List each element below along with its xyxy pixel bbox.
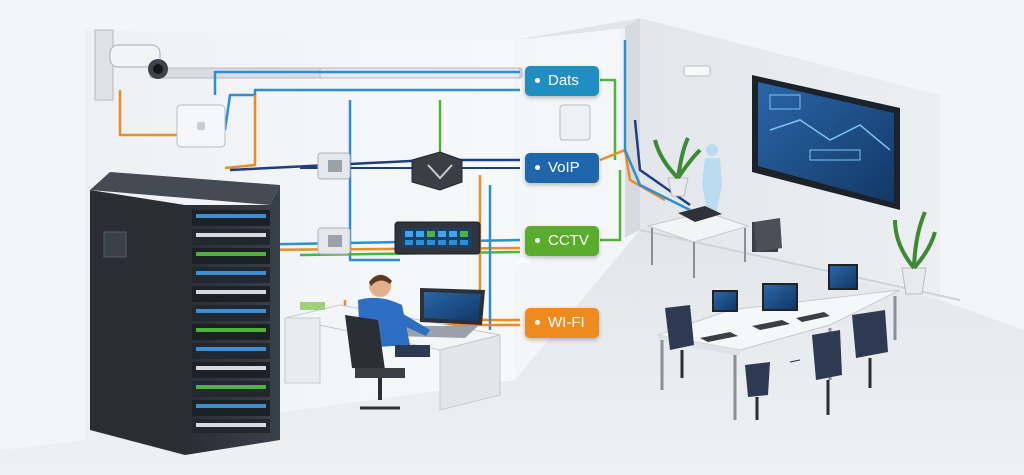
server-rack	[90, 172, 280, 455]
wall-display	[752, 75, 900, 210]
bullet-icon	[535, 77, 540, 83]
wall-ac-unit	[683, 65, 711, 77]
bullet-icon	[535, 237, 540, 243]
cctv-camera-icon	[94, 29, 168, 101]
wall-junction-box	[176, 104, 226, 148]
plant-icon	[893, 211, 937, 295]
label-cctv-text: CCTV	[548, 232, 589, 249]
keyboards	[700, 312, 830, 342]
label-data: Dats	[525, 66, 599, 96]
label-wifi: WI-FI	[525, 308, 599, 338]
router-icon	[411, 151, 463, 191]
wifi-hologram-figure	[702, 144, 722, 215]
bullet-icon	[535, 164, 540, 170]
desktop-monitor	[712, 264, 858, 312]
plant-icon	[653, 137, 702, 197]
label-cctv: CCTV	[525, 226, 599, 256]
wall-outlets	[317, 152, 351, 255]
office-chair	[345, 315, 405, 410]
admin-laptop	[395, 288, 485, 338]
rolling-chair-back	[754, 218, 782, 252]
label-voip-text: VoIP	[548, 159, 580, 176]
bullet-icon	[535, 319, 540, 325]
rack-units	[192, 210, 270, 433]
network-switch	[394, 221, 481, 255]
label-wifi-text: WI-FI	[548, 314, 585, 331]
label-data-text: Dats	[548, 72, 579, 89]
electrical-panel	[559, 104, 591, 141]
office-chairs	[665, 305, 888, 420]
label-voip: VoIP	[525, 153, 599, 183]
